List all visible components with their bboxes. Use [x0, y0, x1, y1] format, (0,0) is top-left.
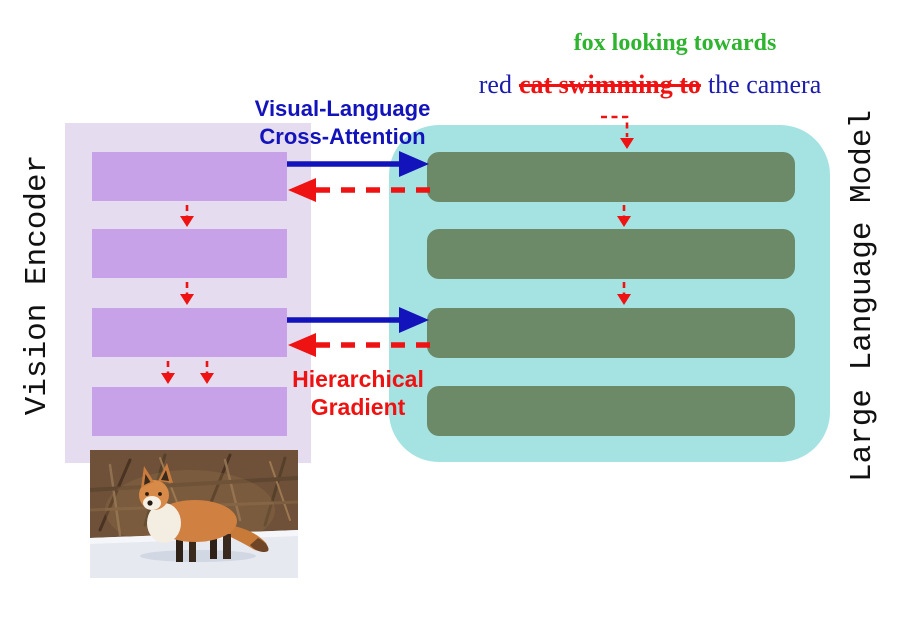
vision-layer-block: [92, 308, 287, 357]
cross-attention-label-line2: Cross-Attention: [259, 124, 426, 149]
vision-layer-block: [92, 229, 287, 278]
cross-attention-label: Visual-Language Cross-Attention: [230, 95, 455, 151]
vision-encoder-label: Vision Encoder: [20, 154, 55, 416]
llm-panel: [389, 125, 830, 462]
llm-layer-block: [427, 229, 795, 279]
caption-suffix: the camera: [707, 70, 822, 99]
caption-struck-phrase: cat swimming to: [518, 70, 701, 99]
vision-layer-block: [92, 387, 287, 436]
vision-layer-block: [92, 152, 287, 201]
hierarchical-gradient-label-line2: Gradient: [310, 394, 406, 420]
hierarchical-gradient-label-line1: Hierarchical: [292, 366, 424, 392]
llm-layer-block: [427, 308, 795, 358]
bush-branches: [90, 453, 298, 537]
caption-correct-phrase: fox looking towards: [573, 30, 777, 56]
cross-attention-label-line1: Visual-Language: [254, 96, 431, 121]
caption-prefix: red: [478, 70, 512, 99]
hierarchical-gradient-label: Hierarchical Gradient: [268, 365, 448, 421]
llm-layer-block: [427, 152, 795, 202]
fox: [139, 463, 269, 562]
vision-encoder-panel: [65, 123, 311, 463]
fox-photo: [90, 450, 298, 578]
llm-label: Large Language Model: [845, 109, 880, 482]
llm-layer-block: [427, 386, 795, 436]
